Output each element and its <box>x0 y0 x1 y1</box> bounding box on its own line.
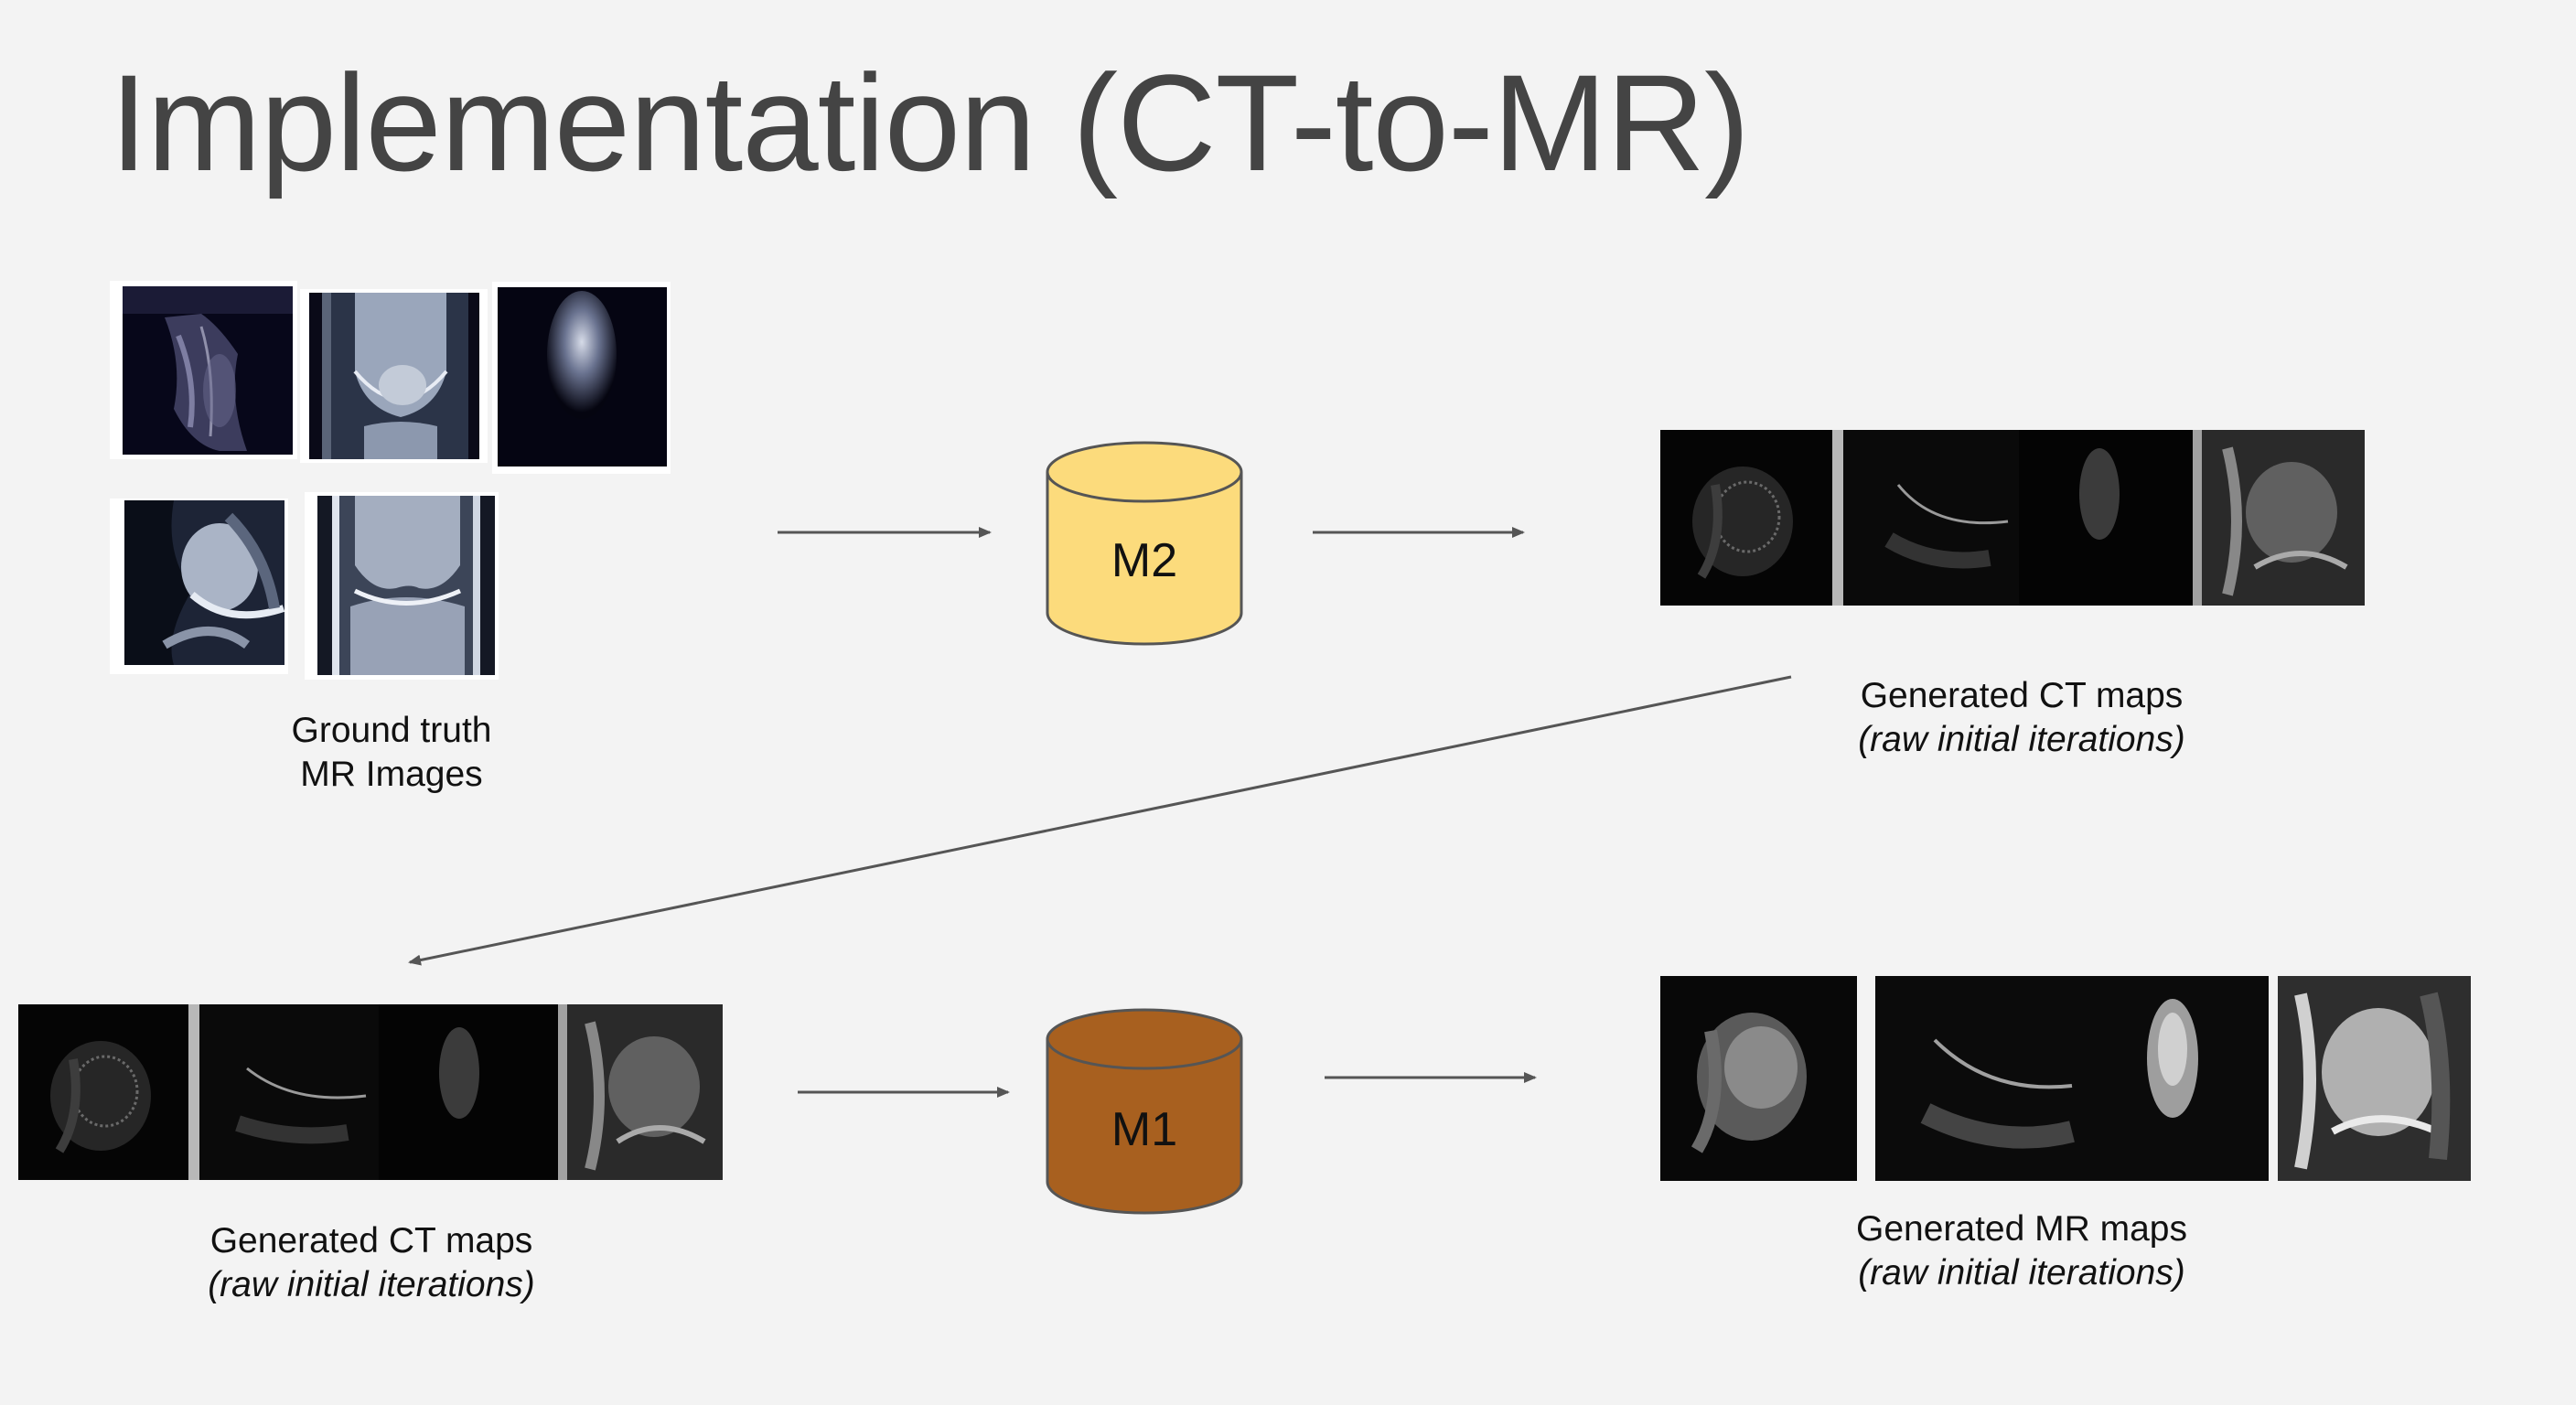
ground-truth-mr-image-5 <box>305 492 499 680</box>
generated-ct-maps-strip-top <box>1660 430 2365 606</box>
generated-mr-maps-title: Generated MR maps <box>1856 1209 2187 1249</box>
ground-truth-caption: Ground truth MR Images <box>209 709 574 797</box>
ground-truth-caption-line-1: Ground truth <box>291 711 492 750</box>
generated-ct-maps-subtitle-bottom: (raw initial iterations) <box>208 1265 535 1304</box>
m2-cylinder-top <box>1046 441 1243 503</box>
model-m2-label: M2 <box>1111 534 1177 587</box>
model-m1-cylinder: M1 <box>1043 1006 1246 1218</box>
generated-ct-maps-subtitle-top: (raw initial iterations) <box>1858 720 2185 759</box>
generated-ct-maps-title-bottom: Generated CT maps <box>209 1221 533 1260</box>
generated-mr-maps-strip <box>1660 976 2471 1181</box>
ground-truth-caption-line-2: MR Images <box>300 755 483 794</box>
slide-title: Implementation (CT-to-MR) <box>110 46 1750 199</box>
ground-truth-mr-image-4 <box>110 499 288 674</box>
generated-ct-maps-strip-bottom <box>18 1004 723 1180</box>
generated-ct-maps-caption-bottom: Generated CT maps (raw initial iteration… <box>170 1219 573 1307</box>
ground-truth-mr-image-2 <box>300 289 488 463</box>
generated-mr-maps-caption: Generated MR maps (raw initial iteration… <box>1820 1207 2223 1295</box>
generated-ct-maps-title-top: Generated CT maps <box>1860 676 2184 715</box>
ground-truth-mr-image-3 <box>492 282 671 474</box>
m2-cylinder-body <box>1046 472 1243 646</box>
model-m2-cylinder: M2 <box>1043 439 1246 649</box>
model-m1-label: M1 <box>1111 1103 1177 1156</box>
m1-cylinder-top <box>1046 1008 1243 1070</box>
ground-truth-mr-image-1 <box>110 281 297 459</box>
arrow-ct-maps-to-ct-maps-bottom <box>408 675 1792 966</box>
generated-ct-maps-caption-top: Generated CT maps (raw initial iteration… <box>1820 674 2223 762</box>
m1-cylinder-body <box>1046 1039 1243 1215</box>
generated-mr-maps-subtitle: (raw initial iterations) <box>1858 1253 2185 1292</box>
